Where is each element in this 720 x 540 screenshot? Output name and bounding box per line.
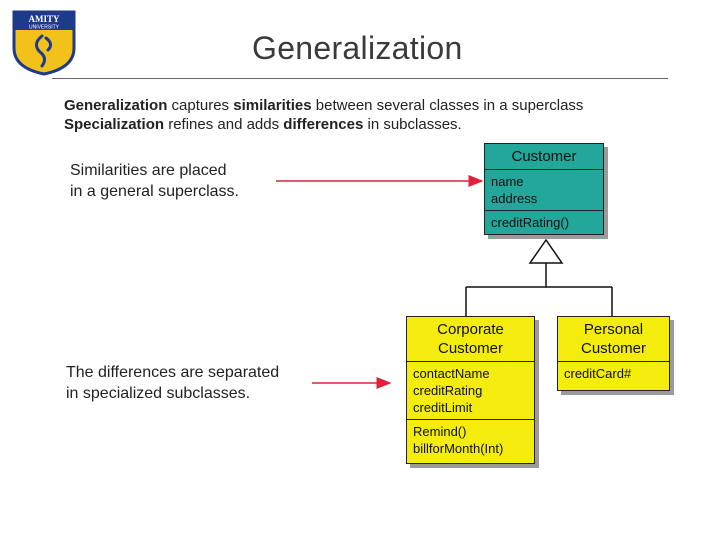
customer-operations: creditRating() bbox=[485, 210, 603, 234]
intro-text-segment: captures bbox=[167, 97, 234, 114]
corporate-customer-attributes: contactName creditRating creditLimit bbox=[407, 362, 534, 419]
intro-text-segment: in subclasses. bbox=[363, 116, 462, 133]
intro-keyword: Specialization bbox=[64, 116, 165, 133]
intro-text: Generalization captures similarities bet… bbox=[64, 96, 583, 134]
customer-attributes: name address bbox=[485, 170, 603, 210]
intro-keyword: differences bbox=[283, 116, 364, 133]
customer-attribute: name bbox=[491, 174, 524, 189]
logo-emblem-icon bbox=[35, 34, 53, 68]
corporate-customer-class-box: Corporate Customer contactName creditRat… bbox=[406, 316, 535, 464]
intro-keyword: similarities bbox=[233, 97, 312, 114]
corporate-customer-name-line: Customer bbox=[437, 340, 504, 357]
corporate-customer-class-name: Corporate Customer bbox=[407, 317, 534, 362]
intro-line-specialization: Specialization refines and adds differen… bbox=[64, 115, 583, 134]
superclass-note-line: Similarities are placed bbox=[70, 162, 227, 179]
personal-customer-name-line: Personal bbox=[583, 321, 644, 338]
intro-keyword: Generalization bbox=[64, 97, 168, 114]
subclass-note-line: in specialized subclasses. bbox=[66, 385, 251, 402]
logo-text: AMITY bbox=[29, 14, 60, 24]
customer-class-name: Customer bbox=[485, 144, 603, 170]
generalization-triangle-icon bbox=[528, 238, 564, 264]
intro-text-segment: refines and adds bbox=[164, 116, 284, 133]
corporate-customer-attribute: creditLimit bbox=[413, 400, 473, 415]
corporate-customer-name-line: Corporate bbox=[437, 321, 504, 338]
corporate-customer-operations: Remind() billforMonth(Int) bbox=[407, 419, 534, 463]
intro-text-segment: between several classes in a superclass bbox=[311, 97, 584, 114]
personal-customer-class-box: Personal Customer creditCard# bbox=[557, 316, 670, 391]
customer-class-box: Customer name address creditRating() bbox=[484, 143, 604, 235]
amity-logo: AMITY UNIVERSITY bbox=[12, 10, 76, 76]
title-divider bbox=[52, 78, 668, 79]
corporate-customer-attribute: creditRating bbox=[413, 383, 483, 398]
logo-subtext: UNIVERSITY bbox=[29, 25, 60, 31]
corporate-customer-operation: Remind() bbox=[413, 424, 467, 439]
personal-customer-name-line: Customer bbox=[580, 340, 647, 357]
personal-customer-attributes: creditCard# bbox=[558, 362, 669, 390]
corporate-customer-operation: billforMonth(Int) bbox=[413, 441, 504, 456]
personal-customer-class-name: Personal Customer bbox=[558, 317, 669, 362]
customer-operation: creditRating() bbox=[491, 215, 570, 230]
subclass-note-line: The differences are separated bbox=[66, 364, 280, 381]
corporate-customer-attribute: contactName bbox=[413, 366, 490, 381]
page-title: Generalization bbox=[252, 30, 463, 66]
subclass-note: The differences are separated in special… bbox=[66, 362, 279, 404]
intro-line-generalization: Generalization captures similarities bet… bbox=[64, 96, 583, 115]
superclass-note-line: in a general superclass. bbox=[70, 183, 239, 200]
personal-customer-attribute: creditCard# bbox=[564, 366, 632, 381]
customer-attribute: address bbox=[491, 191, 538, 206]
superclass-note: Similarities are placed in a general sup… bbox=[70, 160, 239, 202]
